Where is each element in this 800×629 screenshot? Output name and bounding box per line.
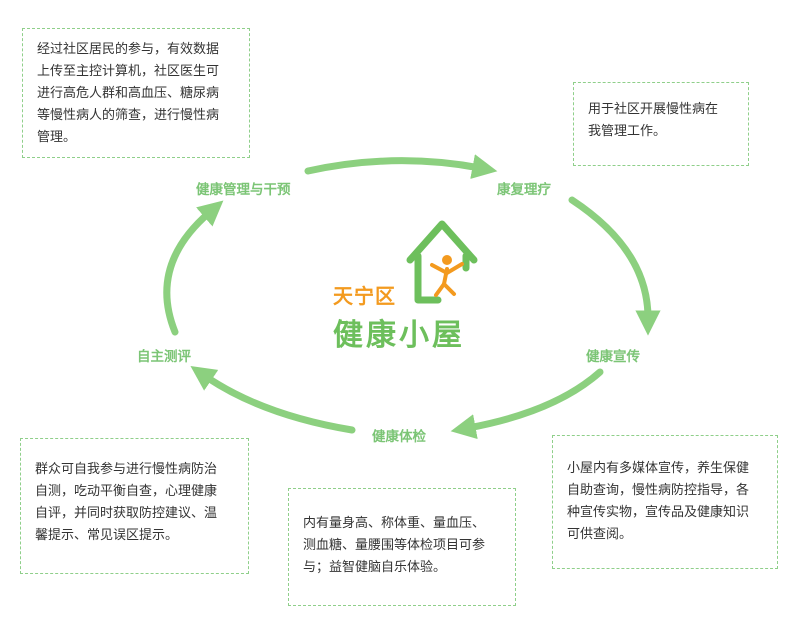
label-management: 健康管理与干预 [196, 182, 291, 198]
arrow-promotion-to-checkup [450, 368, 604, 440]
checkup-description-box: 内有量身高、称体重、量血压、 测血糖、量腰围等体检项目可参 与；益智健脑自乐体验… [288, 488, 516, 606]
self-eval-description-box: 群众可自我参与进行慢性病防治 自测，吃动平衡自查，心理健康 自评，并同时获取防控… [20, 438, 249, 574]
label-checkup: 健康体检 [372, 429, 426, 445]
arrow-management-to-rehab [304, 154, 498, 179]
arrow-self-eval-to-management [163, 200, 224, 336]
logo-district: 天宁区 [333, 284, 396, 308]
logo-name: 健康小屋 [333, 318, 465, 353]
label-self-eval: 自主测评 [137, 349, 191, 365]
house-person-icon [406, 220, 478, 304]
arrow-rehab-to-promotion [568, 196, 661, 336]
rehab-description-box: 用于社区开展慢性病在 我管理工作。 [573, 82, 749, 166]
promotion-description-box: 小屋内有多媒体宣传，养生保健 自助查询，慢性病防控指导，各 种宣传实物，宣传品及… [552, 435, 778, 569]
arrow-checkup-to-self-eval [190, 366, 356, 434]
label-rehab: 康复理疗 [497, 182, 551, 198]
management-description-box: 经过社区居民的参与，有效数据 上传至主控计算机，社区医生可 进行高危人群和高血压… [22, 28, 250, 158]
label-promotion: 健康宣传 [586, 349, 640, 365]
